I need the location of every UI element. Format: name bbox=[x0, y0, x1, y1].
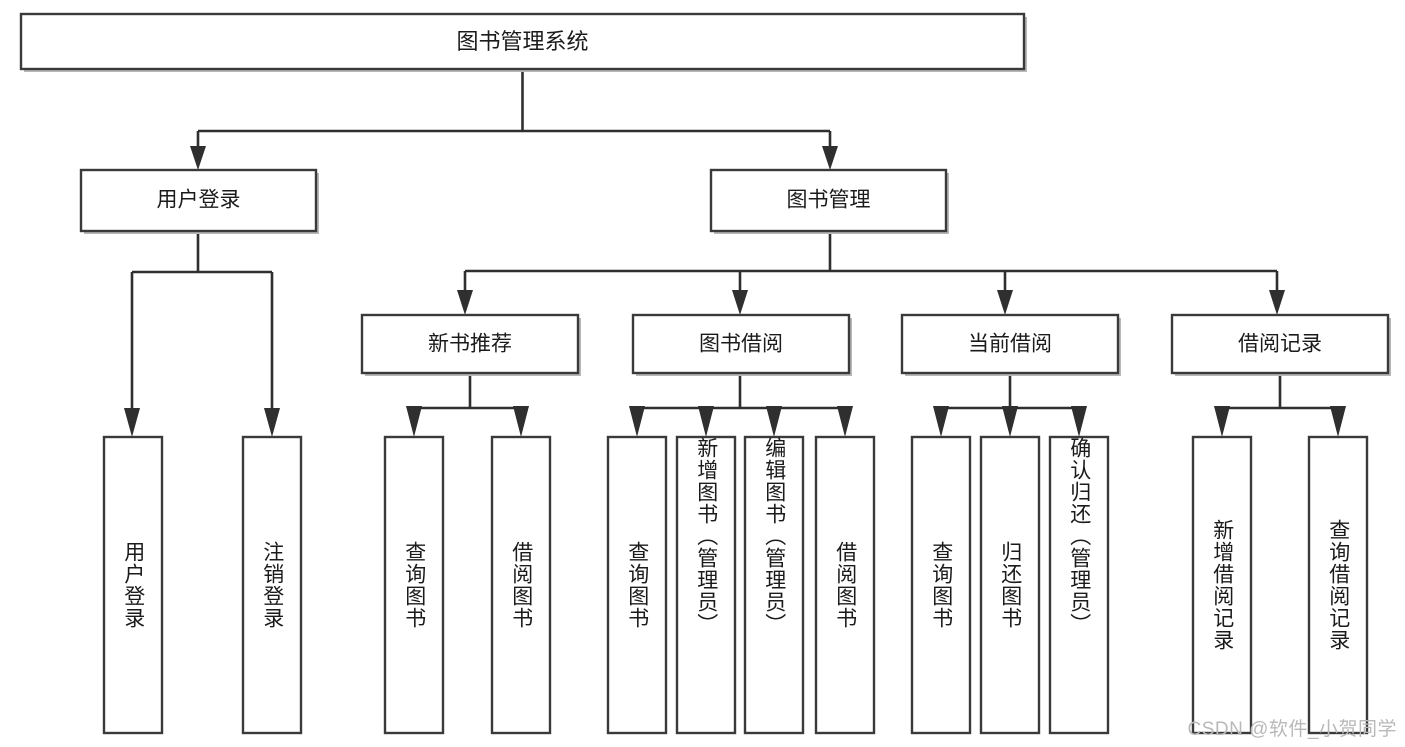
node-user-login[interactable]: 用户登录 bbox=[79, 168, 319, 234]
arrow-leaf-user-login bbox=[124, 408, 140, 437]
node-root[interactable]: 图书管理系统 bbox=[19, 12, 1027, 72]
leaf-box-borrow-book-2[interactable] bbox=[814, 435, 876, 735]
arrow-leaf-query-book-1 bbox=[406, 406, 422, 437]
leaf-box-borrow-book-1[interactable] bbox=[490, 435, 552, 735]
node-book-borrow[interactable]: 图书借阅 bbox=[631, 313, 852, 376]
node-user-login-label: 用户登录 bbox=[157, 189, 241, 212]
node-current-borrow-label: 当前借阅 bbox=[968, 333, 1052, 356]
leaf-box-edit-book[interactable] bbox=[743, 435, 805, 735]
arrow-borrow-record bbox=[1269, 290, 1285, 315]
arrow-leaf-borrow-book-2 bbox=[837, 406, 853, 437]
arrow-leaf-add-record bbox=[1214, 406, 1230, 437]
node-book-borrow-label: 图书借阅 bbox=[699, 333, 783, 356]
arrow-book-manage bbox=[822, 146, 838, 170]
arrow-leaf-query-record bbox=[1330, 406, 1346, 437]
leaf-box-logout[interactable] bbox=[241, 435, 303, 735]
node-book-manage-label: 图书管理 bbox=[787, 189, 871, 212]
edges-group bbox=[124, 70, 1346, 437]
node-borrow-record-label: 借阅记录 bbox=[1238, 333, 1322, 356]
node-new-book-recommend-label: 新书推荐 bbox=[428, 333, 512, 356]
arrow-user-login bbox=[190, 146, 206, 170]
arrow-leaf-query-book-3 bbox=[933, 406, 949, 437]
arrow-leaf-add-book bbox=[698, 406, 714, 437]
node-borrow-record[interactable]: 借阅记录 bbox=[1170, 313, 1391, 376]
arrow-leaf-edit-book bbox=[766, 406, 782, 437]
leaf-box-query-record[interactable] bbox=[1307, 435, 1369, 735]
node-current-borrow[interactable]: 当前借阅 bbox=[900, 313, 1121, 376]
leaf-box-confirm-return[interactable] bbox=[1048, 435, 1110, 735]
arrow-book-borrow bbox=[732, 290, 748, 315]
arrow-leaf-borrow-book-1 bbox=[513, 406, 529, 437]
arrow-leaf-confirm-return bbox=[1071, 406, 1087, 437]
csdn-watermark: CSDN @软件_小贺同学 bbox=[1187, 719, 1397, 740]
leaf-box-user-login[interactable] bbox=[102, 435, 164, 735]
node-root-label: 图书管理系统 bbox=[456, 29, 588, 54]
leaf-box-add-book[interactable] bbox=[675, 435, 737, 735]
leaf-box-query-book-2[interactable] bbox=[606, 435, 668, 735]
leaf-box-query-book-3[interactable] bbox=[910, 435, 972, 735]
arrow-leaf-query-book-2 bbox=[629, 406, 645, 437]
arrow-leaf-logout bbox=[264, 408, 280, 437]
leaf-box-add-record[interactable] bbox=[1191, 435, 1253, 735]
leaf-boxes-group bbox=[102, 435, 1369, 735]
leaf-box-return-book[interactable] bbox=[979, 435, 1041, 735]
arrow-leaf-return-book bbox=[1002, 406, 1018, 437]
arrow-current-borrow bbox=[997, 290, 1013, 315]
node-book-manage[interactable]: 图书管理 bbox=[709, 168, 949, 234]
arrow-new-book-recommend bbox=[457, 290, 473, 315]
node-new-book-recommend[interactable]: 新书推荐 bbox=[360, 313, 581, 376]
leaf-box-query-book-1[interactable] bbox=[383, 435, 445, 735]
